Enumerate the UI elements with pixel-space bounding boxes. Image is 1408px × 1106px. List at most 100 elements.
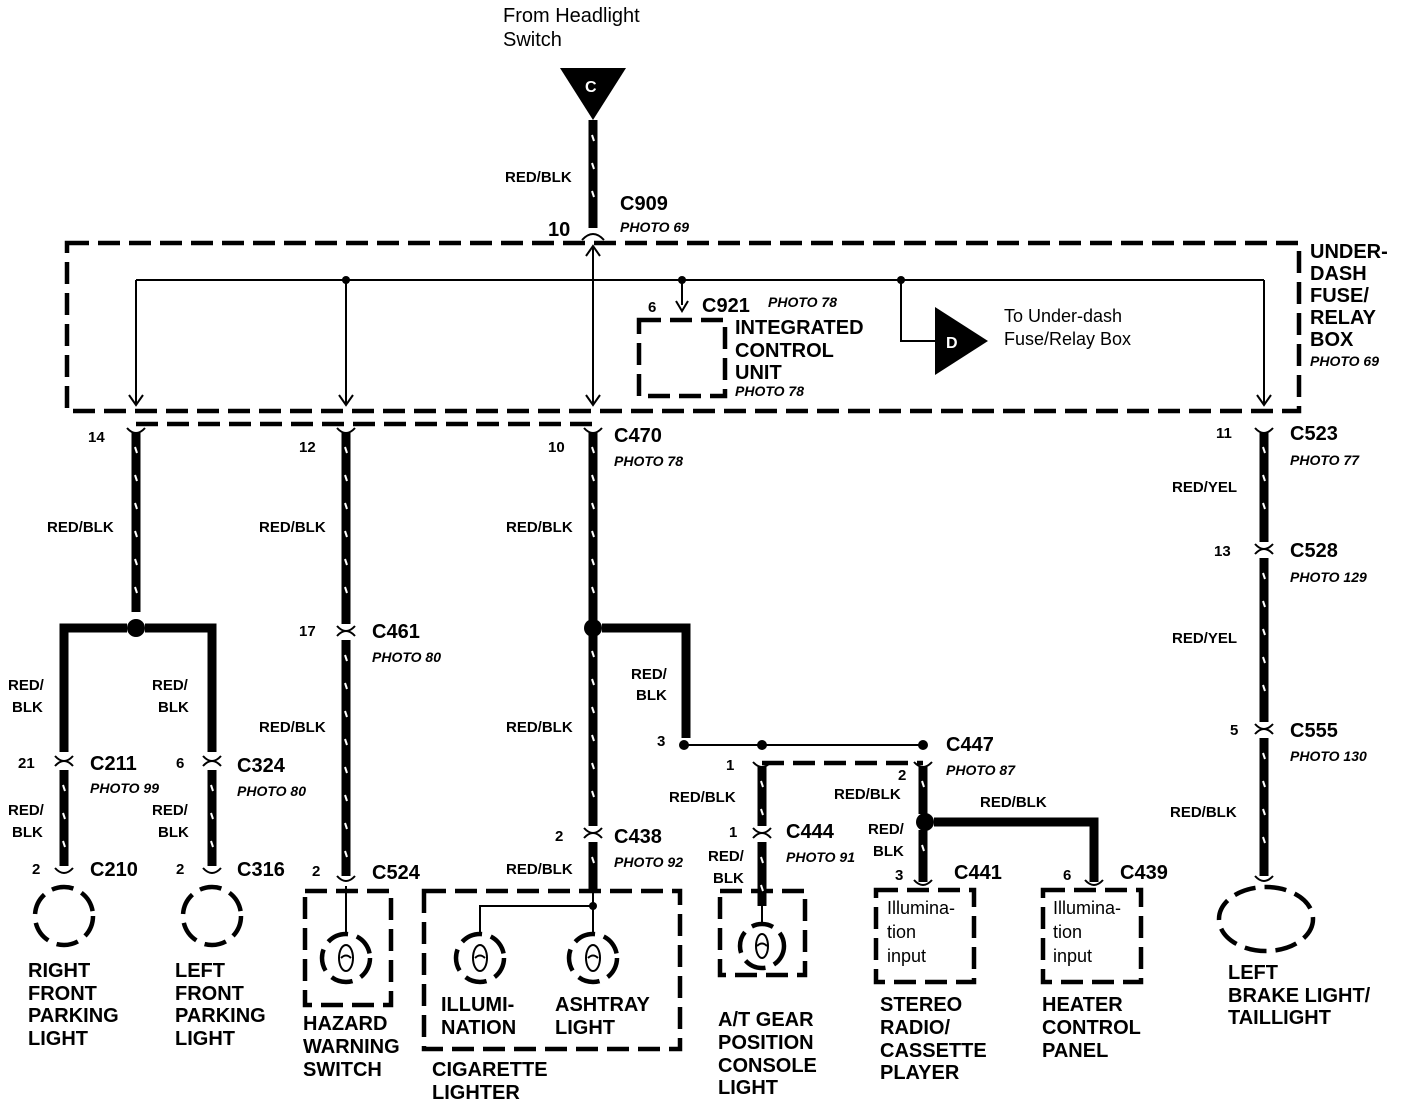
c528-photo: PHOTO 129 <box>1290 569 1367 585</box>
split-wire-1: RED/ <box>868 821 905 838</box>
gear-bulb-icon <box>737 900 787 971</box>
c555-pin: 5 <box>1230 722 1238 739</box>
col1-wire: RED/BLK <box>47 519 114 536</box>
source-connector-letter: C <box>585 79 597 96</box>
c441-text-2: tion <box>887 922 916 942</box>
wire-tick <box>344 586 348 594</box>
wire-tick <box>591 856 595 864</box>
col3-pin: 10 <box>548 439 565 456</box>
wire-tick <box>134 474 138 482</box>
c444-pin: 1 <box>729 824 737 841</box>
col1-left-wire-1: RED/ <box>8 677 45 694</box>
wire-tick <box>591 706 595 714</box>
fuse-box-label: UNDER- DASH FUSE/ RELAY BOX PHOTO 69 <box>1310 241 1388 369</box>
col1-pin: 14 <box>88 429 105 446</box>
wire-tick <box>134 530 138 538</box>
c555-name: C555 <box>1290 720 1338 742</box>
c441-text-1: Illumina- <box>887 898 955 918</box>
hazard-label-3: SWITCH <box>303 1059 382 1081</box>
c439-name: C439 <box>1120 862 1168 884</box>
wire-tick <box>1262 780 1266 788</box>
c438-photo: PHOTO 92 <box>614 854 683 870</box>
to-underdash-line2: Fuse/Relay Box <box>1004 329 1131 349</box>
c461-pin: 17 <box>299 623 316 640</box>
wire-tick <box>760 808 764 816</box>
c444-photo: PHOTO 91 <box>786 849 855 865</box>
wire-tick <box>591 190 595 198</box>
c461-photo: PHOTO 80 <box>372 649 441 665</box>
wire-tick <box>134 586 138 594</box>
lf-light-3: PARKING <box>175 1005 266 1027</box>
cigarette-lighter-box <box>421 888 683 1052</box>
connector-c909 <box>581 233 605 241</box>
hazard-bulb-icon <box>319 886 373 985</box>
c470-name: C470 <box>614 425 662 447</box>
wire-tick <box>591 678 595 686</box>
wire-tick <box>1262 572 1266 580</box>
lf-light-1: LEFT <box>175 960 225 982</box>
col2-wire: RED/BLK <box>259 519 326 536</box>
c447-pin1: 1 <box>726 757 734 774</box>
col1-left-wire-2: BLK <box>12 699 43 716</box>
col5-wire2: RED/YEL <box>1172 630 1237 647</box>
wire-tick <box>921 780 925 788</box>
ashtray-bulb-icon <box>566 890 620 985</box>
wire-tick <box>591 650 595 658</box>
c211-pin: 21 <box>18 755 35 772</box>
c461-name: C461 <box>372 621 420 643</box>
c444-wire2-1: RED/ <box>708 848 745 865</box>
c324-name: C324 <box>237 755 286 777</box>
gear-label-1: A/T GEAR <box>718 1009 814 1031</box>
wire-tick <box>760 884 764 892</box>
brake-light-bulb <box>1216 884 1316 954</box>
wire-tick <box>1262 474 1266 482</box>
brake-label-1: LEFT <box>1228 962 1278 984</box>
wire-tick <box>1262 600 1266 608</box>
c210-name: C210 <box>90 859 138 881</box>
wire-tick <box>344 558 348 566</box>
branch-wiring <box>602 623 1104 906</box>
icu-connector: C921 <box>702 295 750 317</box>
c524-name: C524 <box>372 862 421 884</box>
source-title-line1: From Headlight <box>503 5 640 27</box>
wire-tick <box>344 474 348 482</box>
c324-photo: PHOTO 80 <box>237 783 306 799</box>
fuse-box-photo: PHOTO 69 <box>1310 353 1379 369</box>
integrated-control-unit-box <box>636 317 728 399</box>
gear-label-3: CONSOLE <box>718 1055 817 1077</box>
c439-text-1: Illumina- <box>1053 898 1121 918</box>
wire-tick <box>591 162 595 170</box>
wire-tick <box>591 446 595 454</box>
col1-wiring <box>32 427 244 948</box>
col1-right-wire2-2: BLK <box>158 824 189 841</box>
c324-pin: 6 <box>176 755 184 772</box>
c447-name: C447 <box>946 734 994 756</box>
c438-pin: 2 <box>555 828 563 845</box>
wire-tick <box>344 682 348 690</box>
illumination-label-2: NATION <box>441 1017 516 1039</box>
c439-text-2: tion <box>1053 922 1082 942</box>
wire-tick <box>760 780 764 788</box>
col2-pin: 12 <box>299 439 316 456</box>
wire-tick <box>344 530 348 538</box>
fuse-box-line-1: UNDER- <box>1310 241 1388 263</box>
illumination-label-1: ILLUMI- <box>441 994 514 1016</box>
heater-label-2: CONTROL <box>1042 1017 1141 1039</box>
icu-photo: PHOTO 78 <box>735 383 804 399</box>
to-underdash-triangle <box>935 307 988 375</box>
to-underdash-line1: To Under-dash <box>1004 306 1122 326</box>
col3-wiring <box>583 427 603 890</box>
heater-wire: RED/BLK <box>980 794 1047 811</box>
wire-tick <box>1262 836 1266 844</box>
heater-box <box>1040 887 1144 985</box>
wire-tick <box>1262 628 1266 636</box>
source-title-line2: Switch <box>503 29 562 51</box>
wire-tick <box>344 766 348 774</box>
c523-pin: 11 <box>1216 425 1232 442</box>
icu-connector-photo: PHOTO 78 <box>768 294 837 310</box>
icu-line-1: INTEGRATED <box>735 317 864 339</box>
wire-tick <box>591 134 595 142</box>
col3-wire: RED/BLK <box>506 519 573 536</box>
wire-tick <box>134 558 138 566</box>
c316-pin: 2 <box>176 861 184 878</box>
